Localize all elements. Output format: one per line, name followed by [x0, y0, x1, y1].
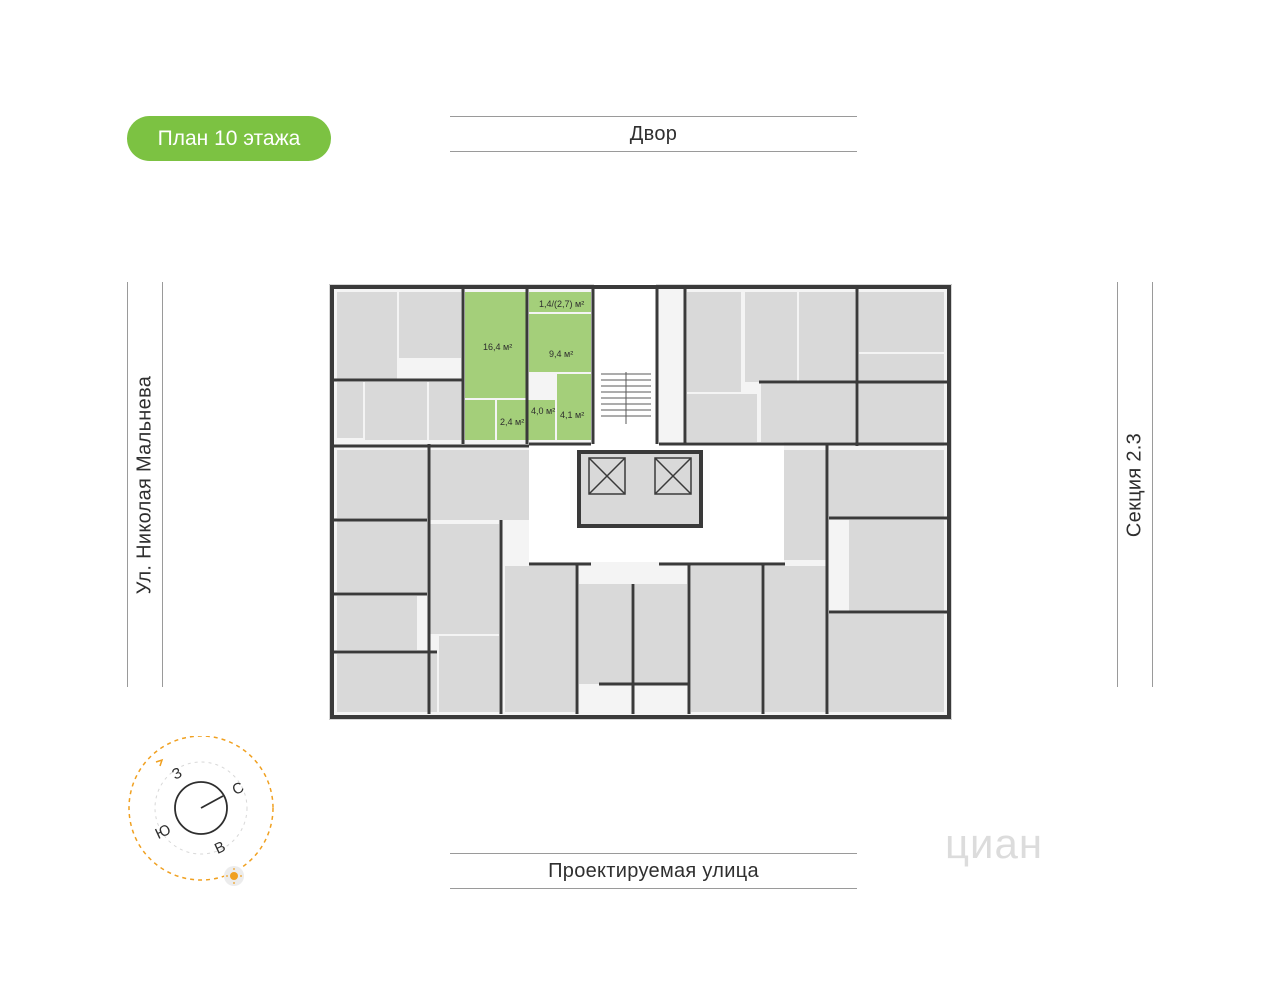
right-orientation-bar: Секция 2.3 — [1117, 282, 1153, 687]
compass-north: С — [230, 779, 247, 799]
top-orientation-label: Двор — [450, 116, 857, 152]
highlighted-kitchen — [529, 314, 591, 372]
compass-needle-icon — [200, 795, 224, 809]
compass-west: З — [169, 764, 184, 783]
room — [687, 292, 741, 392]
elevators — [588, 457, 692, 495]
highlighted-bath — [557, 374, 591, 440]
kitchen — [784, 450, 826, 560]
compass-dial-icon — [174, 781, 228, 835]
kitchen — [687, 394, 757, 442]
room — [579, 584, 631, 684]
room — [799, 292, 855, 382]
room — [765, 566, 827, 712]
room — [429, 524, 499, 634]
area-hall: 4,0 м² — [531, 406, 555, 416]
area-balcony: 1,4/(2,7) м² — [539, 299, 584, 309]
room — [849, 520, 944, 612]
stairs — [601, 372, 651, 424]
room — [439, 636, 499, 712]
highlighted-wc — [465, 400, 495, 440]
room — [761, 384, 855, 442]
area-kitchen: 9,4 м² — [549, 349, 573, 359]
room — [337, 382, 363, 438]
room — [859, 292, 944, 352]
elevator-hall — [579, 454, 699, 524]
kitchen — [429, 450, 529, 520]
compass-east: В — [212, 838, 228, 858]
apartment-rooms — [337, 292, 944, 712]
watermark: циан — [945, 820, 1044, 867]
bottom-orientation-label: Проектируемая улица — [450, 853, 857, 889]
room — [829, 450, 944, 518]
floor-badge: План 10 этажа — [127, 116, 331, 161]
room — [337, 654, 437, 712]
room — [745, 292, 797, 382]
walls — [330, 285, 951, 719]
area-wc: 2,4 м² — [500, 417, 524, 427]
stair-shaft — [594, 284, 656, 444]
compass-south: Ю — [153, 821, 174, 843]
sun-icon — [230, 872, 238, 880]
bathroom — [429, 382, 463, 440]
floor-plan: 1,4/(2,7) м² 16,4 м² 9,4 м² 4,0 м² 4,1 м… — [329, 284, 952, 720]
room — [829, 614, 944, 712]
room — [399, 292, 461, 358]
room — [337, 292, 397, 380]
compass: З С Ю В — [128, 736, 274, 886]
room — [691, 566, 761, 712]
highlighted-room — [465, 292, 527, 398]
left-orientation-bar: Ул. Николая Мальнева — [127, 282, 163, 687]
room — [337, 450, 427, 518]
left-orientation-label: Ул. Николая Мальнева — [133, 375, 156, 594]
room — [337, 596, 417, 650]
right-orientation-label: Секция 2.3 — [1123, 432, 1146, 537]
room — [365, 382, 427, 440]
sun-path-icon — [128, 736, 274, 881]
room — [859, 354, 944, 446]
area-bath: 4,1 м² — [560, 410, 584, 420]
highlighted-balcony — [529, 292, 591, 312]
room — [505, 566, 575, 712]
room — [635, 584, 687, 684]
room — [337, 520, 427, 592]
area-room: 16,4 м² — [483, 342, 512, 352]
